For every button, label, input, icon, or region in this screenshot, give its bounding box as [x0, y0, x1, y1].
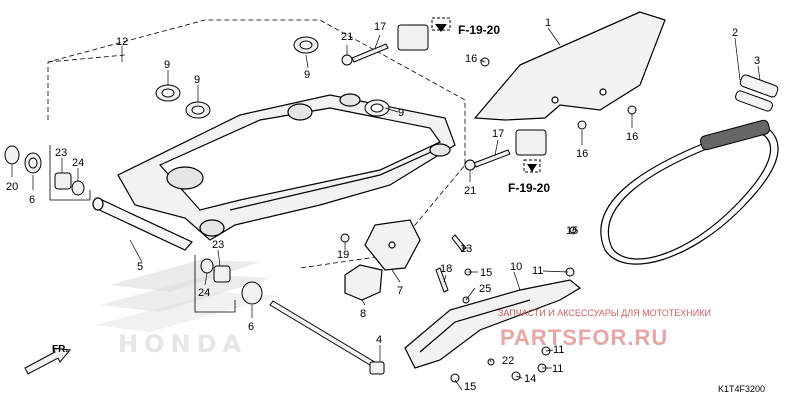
callout-23: 23 [212, 239, 224, 251]
callout-3: 3 [754, 55, 760, 67]
ref-block-top [397, 17, 451, 51]
leader-lines [11, 27, 761, 391]
dust-seals-9 [155, 36, 390, 119]
pivot-bolt-4 [269, 300, 385, 375]
bracket-23-24 [49, 145, 236, 313]
callout-9: 9 [304, 69, 310, 81]
callout-15: 15 [566, 225, 578, 237]
callout-24: 24 [72, 157, 84, 169]
group-frame-12 [47, 19, 466, 269]
watermark-tagline: ЗАПЧАСТИ И АКСЕССУАРЫ ДЛЯ МОТОТЕХНИКИ [498, 308, 711, 318]
ref-block-bottom [515, 129, 547, 173]
reference-label: F-19-20 [508, 181, 550, 195]
guide-block-8 [344, 264, 383, 301]
callout-16: 16 [576, 148, 588, 160]
callout-19: 19 [337, 249, 349, 261]
callout-9: 9 [194, 74, 200, 86]
left-pivot-parts [4, 145, 85, 196]
callout-24: 24 [198, 287, 210, 299]
drive-chain-2 [600, 124, 779, 265]
callout-11: 11 [552, 363, 563, 375]
chain-guide-7 [364, 219, 421, 271]
callout-22: 22 [502, 355, 514, 367]
chain-case-1 [473, 11, 666, 121]
reference-label: F-19-20 [458, 23, 500, 37]
front-direction-label: FR. [52, 344, 68, 355]
callout-10: 10 [510, 261, 522, 273]
chain-master-link-3 [700, 74, 779, 151]
front-direction-arrow: FR. [24, 344, 71, 375]
fasteners [340, 43, 637, 383]
callout-15: 15 [480, 267, 492, 279]
callout-4: 4 [376, 334, 382, 346]
callout-2: 2 [732, 27, 738, 39]
callout-11: 11 [553, 344, 564, 356]
callout-18: 18 [440, 263, 452, 275]
callout-25: 25 [479, 283, 491, 295]
callout-21: 21 [341, 31, 353, 43]
callout-14: 14 [524, 373, 536, 385]
watermark-site: PARTSFOR.RU [500, 325, 668, 350]
pivot-pipe-5 [92, 197, 193, 251]
callout-21: 21 [464, 185, 476, 197]
chain-slider-10 [404, 279, 582, 369]
callout-1: 1 [545, 17, 551, 29]
callout-13: 13 [460, 243, 472, 255]
callout-17: 17 [492, 128, 504, 140]
callout-9: 9 [164, 59, 170, 71]
callout-16: 16 [626, 131, 638, 143]
callout-17: 17 [374, 21, 386, 33]
callout-5: 5 [137, 261, 143, 273]
callout-8: 8 [360, 308, 366, 320]
callout-9: 9 [398, 107, 404, 119]
callout-20: 20 [6, 181, 18, 193]
diagram-code: K1T4F3200 [718, 384, 765, 394]
callout-11: 11 [532, 265, 543, 277]
honda-brand-text: HONDA [118, 330, 247, 358]
callout-12: 12 [116, 36, 128, 48]
callout-16: 16 [465, 53, 477, 65]
callout-6: 6 [29, 194, 35, 206]
callout-23: 23 [55, 147, 67, 159]
swingarm [117, 93, 456, 241]
callout-6: 6 [248, 321, 254, 333]
callout-15: 15 [464, 381, 476, 393]
callout-7: 7 [397, 285, 403, 297]
